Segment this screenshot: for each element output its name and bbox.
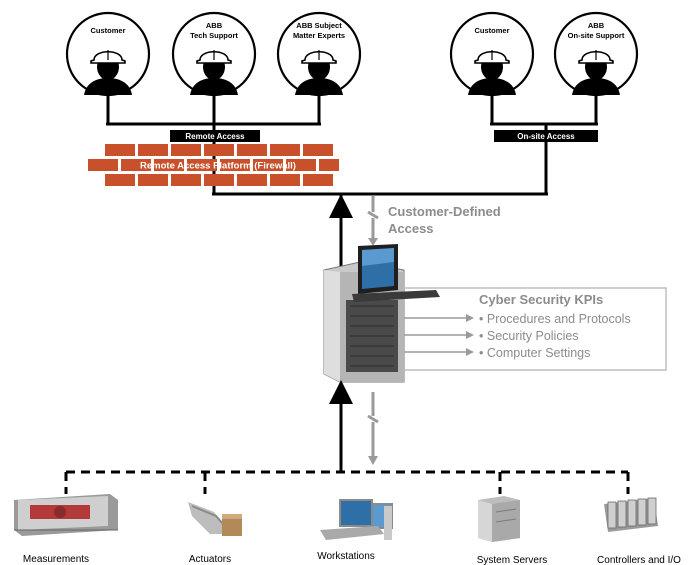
actuators-label: Actuators [189, 554, 231, 565]
onsite-connections [490, 95, 598, 194]
customer-defined-label-2: Access [388, 221, 434, 236]
system-servers-icon [478, 496, 520, 542]
kpi-title: Cyber Security KPIs [479, 292, 603, 307]
firewall-label: Remote Access Platform (Firewall) [140, 161, 296, 172]
measurements-label: Measurements [23, 554, 89, 565]
down-gray-arrow [367, 392, 379, 456]
person-customer-right: Customer [449, 11, 535, 97]
customer-defined-arrowhead [368, 238, 378, 246]
onsite-access-label: On-site Access [494, 130, 598, 142]
person-label: Customer [474, 26, 509, 35]
measurements-icon [14, 494, 118, 536]
person-label: ABB [206, 21, 223, 30]
customer-defined-arrow [367, 196, 379, 238]
kpi-item-1: • Procedures and Protocols [479, 312, 631, 326]
system-servers-label: System Servers [477, 555, 548, 565]
person-label: On-site Support [568, 31, 625, 40]
customer-defined-label-1: Customer-Defined [388, 204, 501, 219]
person-tech-support: ABB Tech Support [171, 11, 257, 97]
workstations-icon [320, 499, 393, 540]
actuators-icon [188, 502, 242, 536]
kpi-item-2: • Security Policies [479, 329, 579, 343]
field-bus [64, 470, 630, 494]
remote-access-label: Remote Access [170, 130, 260, 142]
down-gray-arrowhead [368, 456, 378, 465]
kpi-item-3: • Computer Settings [479, 346, 590, 360]
person-label: Matter Experts [293, 31, 345, 40]
person-label: ABB [588, 21, 605, 30]
person-label: ABB Subject [296, 21, 342, 30]
person-customer-left: Customer [65, 11, 151, 97]
firewall-wall: Remote Access Platform (Firewall) [88, 144, 339, 186]
controllers-icon [604, 497, 658, 532]
controllers-label: Controllers and I/O [597, 555, 681, 565]
workstations-label: Workstations [317, 551, 375, 562]
remote-access-text: Remote Access [185, 132, 245, 141]
onsite-access-text: On-site Access [517, 132, 575, 141]
person-sme: ABB Subject Matter Experts [276, 11, 362, 97]
person-label: Customer [90, 26, 125, 35]
person-onsite-support: ABB On-site Support [553, 11, 639, 97]
person-label: Tech Support [190, 31, 238, 40]
server-tower [323, 244, 440, 383]
kpi-box: Cyber Security KPIs • Procedures and Pro… [404, 287, 667, 371]
